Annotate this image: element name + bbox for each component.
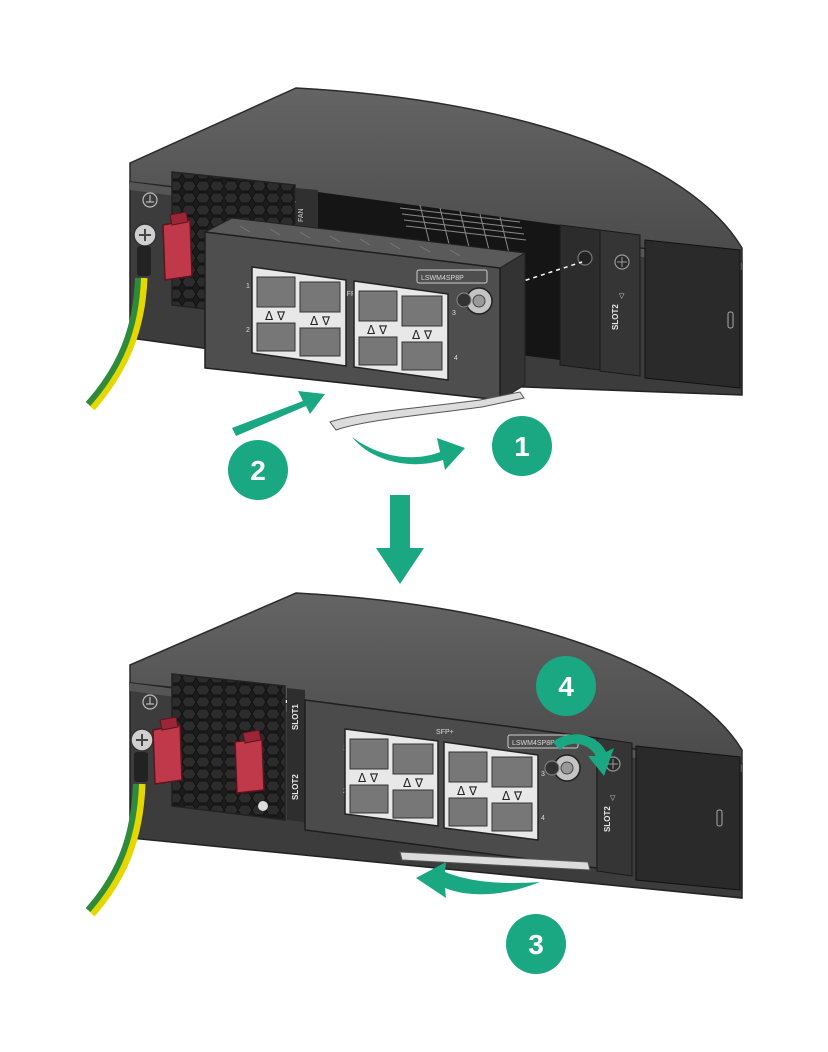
interface-module: SFP+ LSWM4SP8P 1 2 3 4 Δ ∇ Δ ∇	[203, 217, 527, 401]
module-model-label: LSWM4SP8P	[512, 740, 555, 747]
step-label-3: 3	[528, 929, 544, 960]
step-badge-2: 2	[228, 440, 288, 500]
scene-installed-module: SLOT1 SLOT2 SFP+ LSWM4SP8P 1 2 3 4 Δ ∇ Δ…	[85, 592, 743, 974]
port-triangles-4: Δ ∇	[412, 328, 433, 342]
fan-label: FAN	[298, 208, 305, 222]
curved-arrow-icon	[553, 734, 614, 776]
circle-badge-icon	[492, 416, 552, 476]
circle-badge-icon	[506, 914, 566, 974]
slot2-label: SLOT2	[603, 806, 612, 832]
port-triangles-4: Δ ∇	[502, 789, 523, 803]
module-sfp-label: SFP+	[342, 291, 360, 298]
port-triangles-2: Δ ∇	[310, 314, 331, 328]
ground-cable	[85, 783, 146, 917]
port-number-2: 2	[246, 327, 250, 334]
slot1-label: SLOT1	[291, 704, 300, 730]
port-triangles-3: Δ ∇	[367, 323, 388, 337]
circle-badge-icon	[228, 440, 288, 500]
ground-cable	[85, 277, 148, 411]
ground-icon	[142, 192, 158, 208]
slot2-label-left: SLOT2	[291, 774, 300, 800]
port-number-1: 1	[246, 283, 250, 290]
ejector-handle	[399, 851, 591, 871]
port-number-3: 3	[541, 771, 545, 778]
chassis-top-surface	[129, 592, 743, 765]
sfp-port-cage-left: Δ ∇ Δ ∇	[344, 728, 439, 827]
step-badge-1: 1	[492, 416, 552, 476]
sfp-port-cage-right: Δ ∇ Δ ∇	[443, 741, 539, 841]
interface-module-installed: SFP+ LSWM4SP8P 1 2 3 4 Δ ∇ Δ ∇	[304, 699, 598, 869]
power-latch-2	[234, 729, 265, 794]
sfp-port-cage-right: Δ ∇ Δ ∇	[353, 280, 449, 381]
step-label-1: 1	[514, 431, 530, 462]
ground-terminal	[130, 694, 158, 782]
port-triangles-2: Δ ∇	[403, 776, 424, 790]
circle-badge-icon	[536, 656, 596, 716]
slot2-triangle: ▽	[610, 795, 616, 802]
port-number-4: 4	[541, 815, 545, 822]
step-label-2: 2	[250, 455, 266, 486]
sfp-port-cage-left: Δ ∇ Δ ∇	[251, 266, 347, 367]
slot2-label: SLOT2	[611, 304, 620, 330]
power-latch	[162, 211, 193, 281]
step-badge-4: 4	[536, 656, 596, 716]
port-triangles-3: Δ ∇	[457, 784, 478, 798]
port-number-4: 4	[454, 355, 458, 362]
curved-arrow-icon	[352, 437, 465, 470]
step-badge-3: 3	[506, 914, 566, 974]
ground-icon	[142, 694, 158, 710]
ejector-handle	[329, 391, 525, 431]
curved-arrow-icon	[232, 391, 325, 436]
power-latch	[152, 716, 183, 785]
scene-remove-blank: FAN SLOT2 ▽ SFP+ LS	[85, 87, 743, 500]
port-triangles-1: Δ ∇	[358, 771, 379, 785]
slot2-triangle: ▽	[619, 293, 625, 300]
curved-arrow-icon	[416, 862, 540, 898]
chassis-top-surface	[129, 87, 743, 263]
fan-grille	[171, 673, 286, 821]
module-model-label: LSWM4SP8P	[421, 275, 464, 282]
port-number-3: 3	[452, 310, 456, 317]
heatsink-fins	[399, 204, 527, 258]
ground-terminal	[133, 192, 158, 276]
arrow-down-icon	[376, 495, 424, 584]
port-triangles-1: Δ ∇	[265, 309, 286, 323]
step-label-4: 4	[558, 671, 574, 702]
module-sfp-label: SFP+	[436, 729, 454, 736]
